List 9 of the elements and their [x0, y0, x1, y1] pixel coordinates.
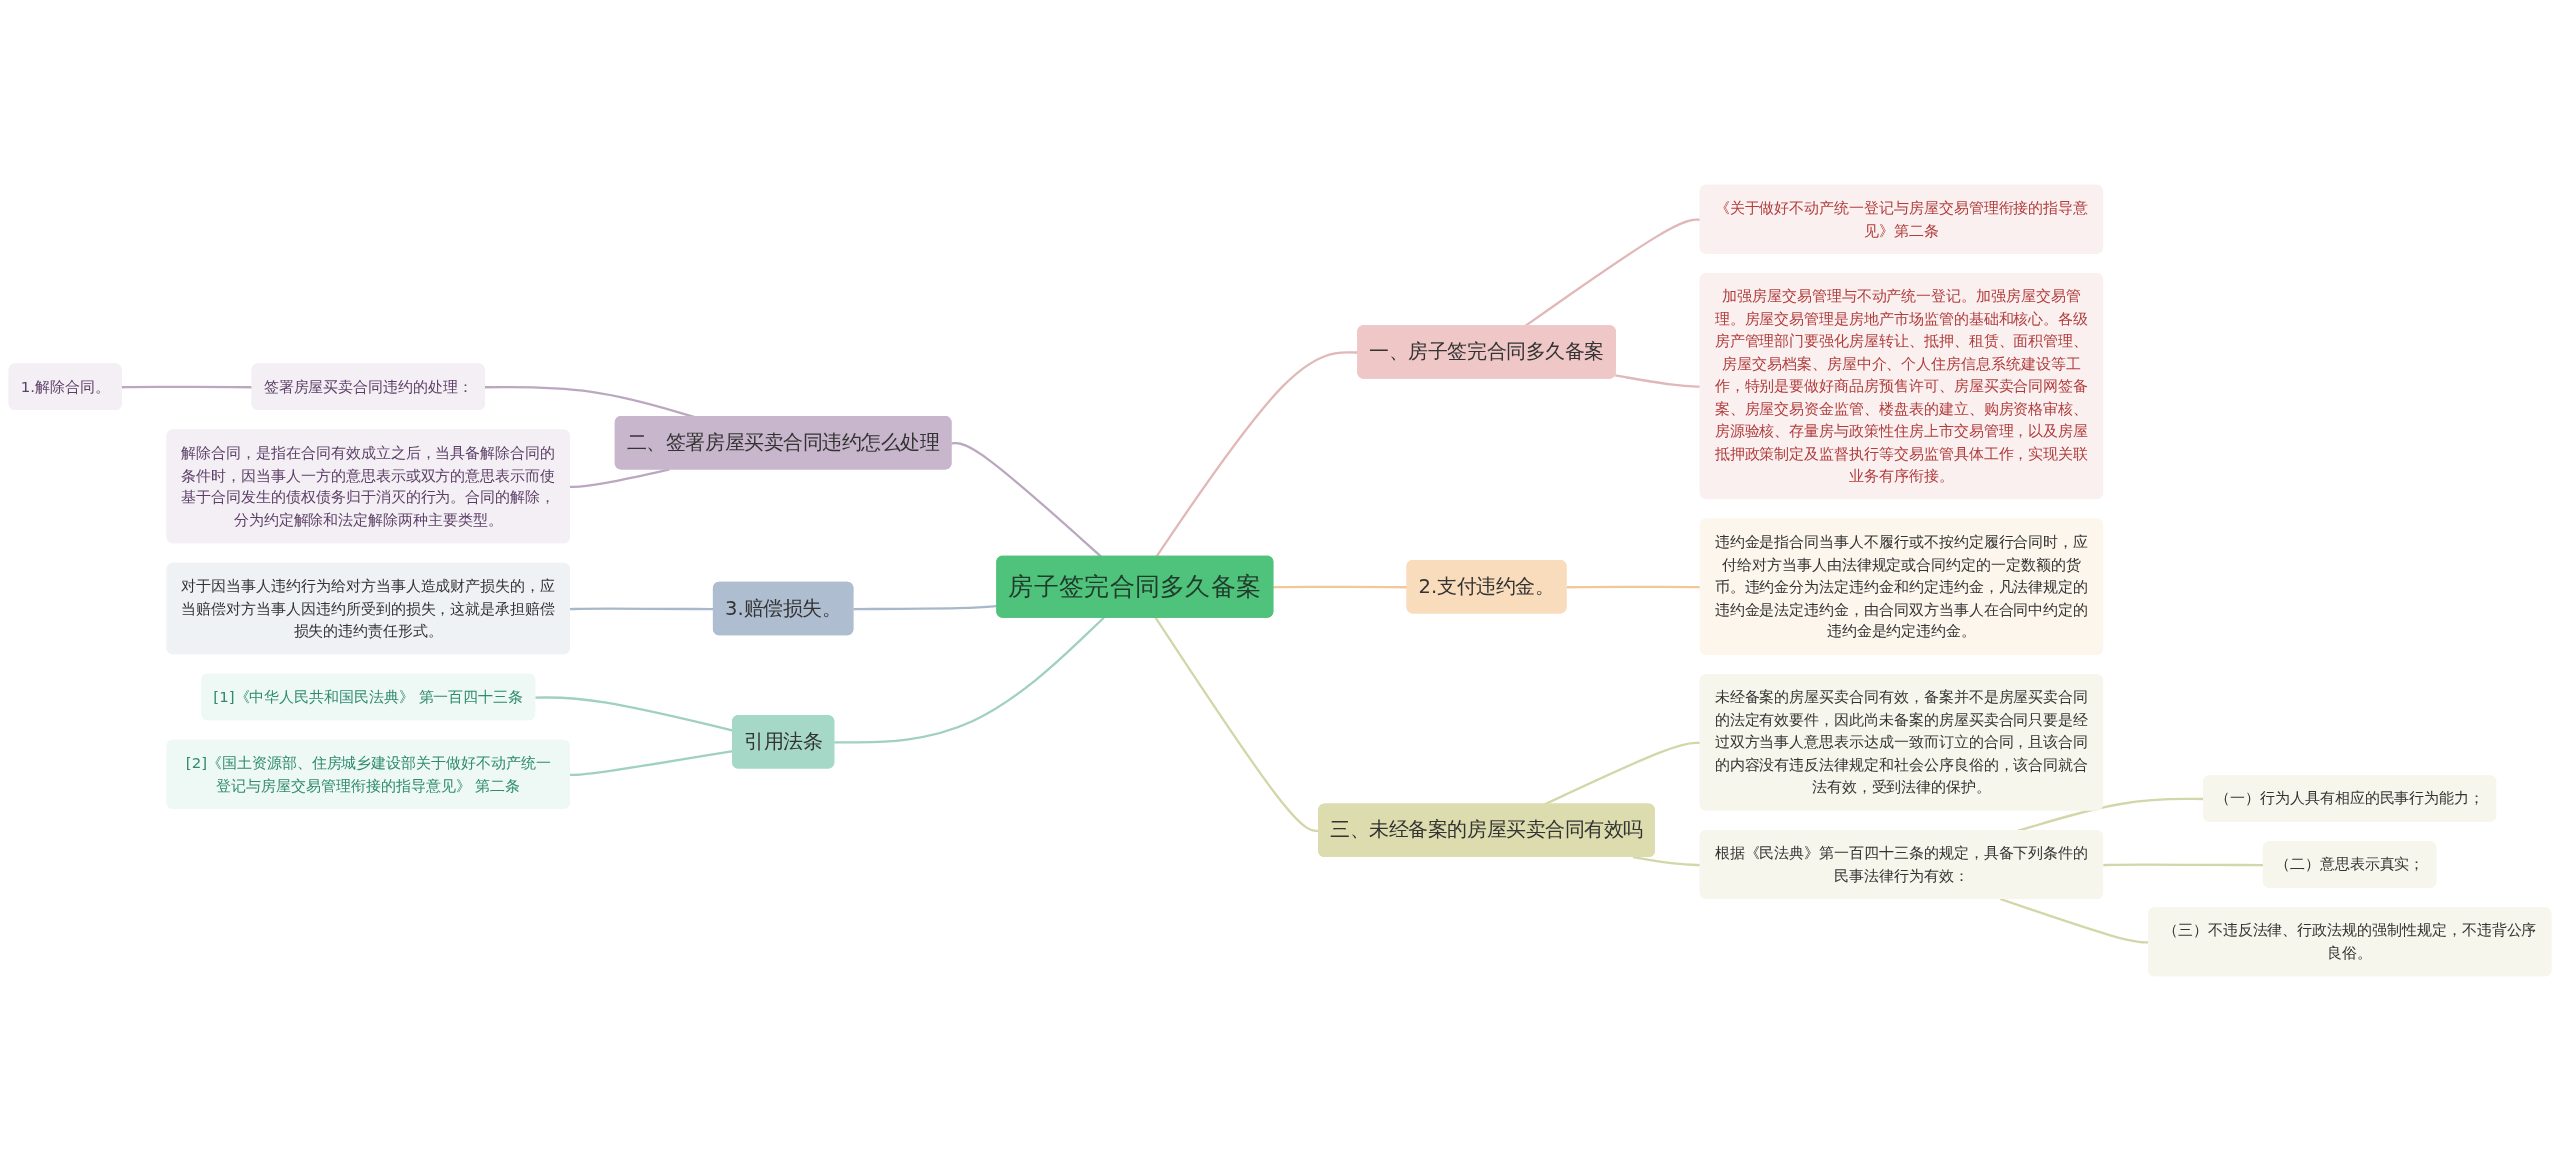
connector	[1632, 855, 1701, 867]
connector	[1615, 374, 1701, 388]
connector	[569, 468, 670, 489]
connector	[1273, 585, 1408, 589]
connector	[1543, 741, 1701, 806]
connector	[1566, 585, 1701, 589]
connector	[834, 616, 1105, 744]
connector	[951, 442, 1103, 558]
connector	[121, 385, 253, 389]
